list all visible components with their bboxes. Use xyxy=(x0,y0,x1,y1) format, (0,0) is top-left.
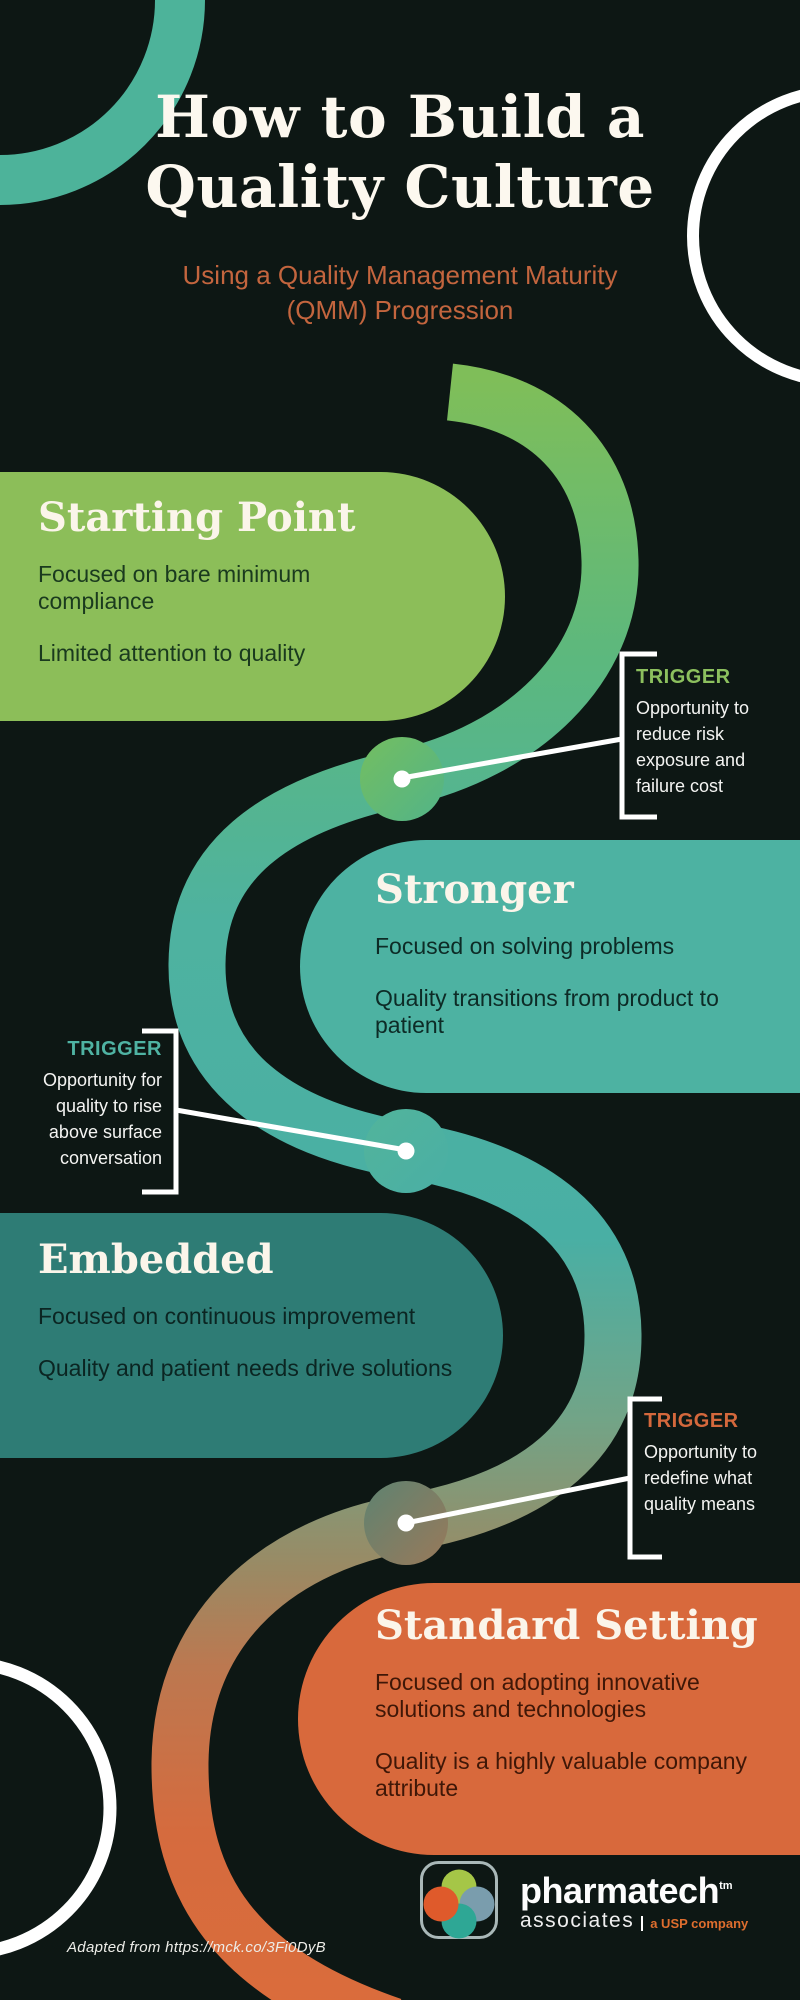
connector-line-2 xyxy=(173,1107,409,1153)
trigger-callout-1: TRIGGER Opportunity to reduce risk expos… xyxy=(636,666,778,799)
stage-point: Focused on solving problems xyxy=(375,933,675,959)
stage-starting-point: Starting Point Focused on bare minimum c… xyxy=(38,494,378,692)
page-title-line2: Quality Culture xyxy=(145,153,655,221)
stage-block-standard-setting xyxy=(298,1583,800,1855)
stage-point: Focused on adopting innovative solutions… xyxy=(375,1669,700,1722)
connector-line-3 xyxy=(403,1475,633,1526)
milestone-dot-1 xyxy=(393,770,411,788)
page-title-line1: How to Build a xyxy=(155,83,645,151)
trigger-callout-3: TRIGGER Opportunity to redefine what qua… xyxy=(644,1410,786,1517)
trigger-text: Opportunity to redefine what quality mea… xyxy=(644,1442,758,1514)
connector-line-1 xyxy=(399,736,625,781)
page-subtitle-line2: (QMM) Progression xyxy=(286,295,514,325)
logo-tagline: a USP company xyxy=(641,1916,748,1931)
stage-title: Standard Setting xyxy=(375,1602,758,1649)
trigger-bracket-2 xyxy=(142,1028,179,1195)
stage-point: Limited attention to quality xyxy=(38,640,306,666)
stage-title: Stronger xyxy=(375,866,574,913)
stage-point: Quality and patient needs drive solution… xyxy=(38,1355,453,1381)
pharmatech-logo-text: pharmatechtm associates a USP company xyxy=(520,1868,748,1931)
logo-name: pharmatech xyxy=(520,1870,720,1911)
trigger-label: TRIGGER xyxy=(67,1038,162,1060)
stage-point: Quality is a highly valuable company att… xyxy=(375,1748,748,1801)
pharmatech-logo-icon xyxy=(420,1861,498,1939)
stage-point: Quality transitions from product to pati… xyxy=(375,985,719,1038)
logo-wordmark: pharmatechtm xyxy=(520,1868,748,1909)
trigger-label: TRIGGER xyxy=(636,666,731,688)
logo-row2: associates a USP company xyxy=(520,1910,748,1931)
logo-subname: associates xyxy=(520,1909,635,1932)
source-attribution: Adapted from https://mck.co/3Fi0DyB xyxy=(67,1939,326,1956)
stage-standard-setting: Standard Setting Focused on adopting inn… xyxy=(375,1602,775,1827)
milestone-dot-2 xyxy=(397,1142,415,1160)
logo-circle-left xyxy=(423,1886,459,1922)
trigger-callout-2: TRIGGER Opportunity for quality to rise … xyxy=(16,1038,162,1171)
page-subtitle: Using a Quality Management Maturity (QMM… xyxy=(0,258,800,328)
trigger-label: TRIGGER xyxy=(644,1410,739,1432)
stage-block-stronger xyxy=(300,840,800,1093)
logo-tm: tm xyxy=(719,1880,733,1892)
trigger-bracket-1 xyxy=(619,651,657,820)
stage-title: Embedded xyxy=(38,1236,274,1283)
trigger-bracket-3 xyxy=(627,1396,662,1560)
milestone-dot-3 xyxy=(397,1514,415,1532)
decor-ring-bottom-left xyxy=(0,1660,117,1956)
stage-block-starting-point xyxy=(0,472,505,721)
stage-title: Starting Point xyxy=(38,494,356,541)
stage-block-embedded xyxy=(0,1213,503,1458)
stage-point: Focused on bare minimum compliance xyxy=(38,561,311,614)
stage-stronger: Stronger Focused on solving problems Qua… xyxy=(375,866,735,1064)
trigger-text: Opportunity to reduce risk exposure and … xyxy=(636,698,750,796)
stage-point: Focused on continuous improvement xyxy=(38,1303,416,1329)
trigger-text: Opportunity for quality to rise above su… xyxy=(42,1070,162,1168)
page-title: How to Build a Quality Culture xyxy=(0,82,800,222)
stage-embedded: Embedded Focused on continuous improveme… xyxy=(38,1236,468,1407)
decor-ring-top-right xyxy=(687,89,800,383)
page-subtitle-line1: Using a Quality Management Maturity xyxy=(182,260,618,290)
